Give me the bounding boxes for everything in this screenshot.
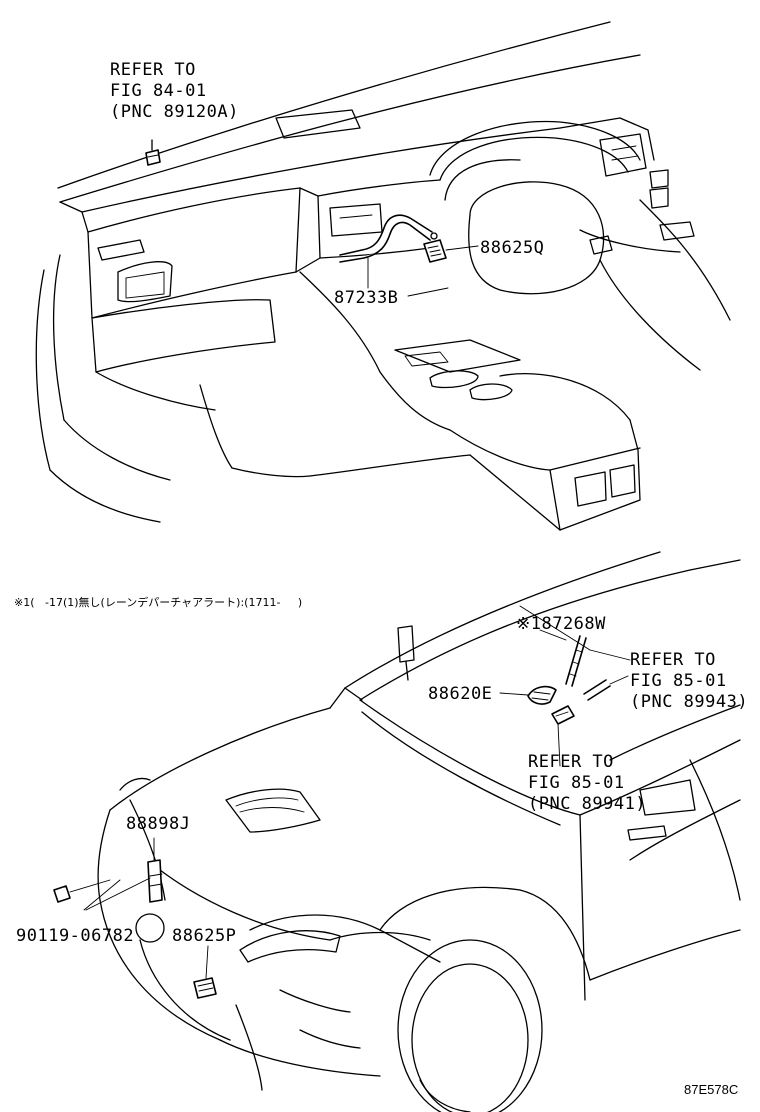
diagram-code: 87E578C <box>684 1082 739 1097</box>
ref-pnc-89941-line3: (PNC 89941) <box>528 794 647 814</box>
part-88625Q-label: 88625Q <box>480 238 545 258</box>
ref-pnc-89943-line1: REFER TO <box>630 650 716 670</box>
ref-fig-84-01-line2: FIG 84-01 <box>110 81 207 101</box>
ref-fig-84-01-line1: REFER TO <box>110 60 196 80</box>
dashboard-illustration <box>35 21 731 531</box>
ref-pnc-89943-line3: (PNC 89943) <box>630 692 749 712</box>
vehicle-front-illustration <box>53 551 741 1112</box>
ref-pnc-89943-line2: FIG 85-01 <box>630 671 727 691</box>
ref-pnc-89941-line2: FIG 85-01 <box>528 773 625 793</box>
part-88898J-label: 88898J <box>126 814 191 834</box>
ref-fig-84-01-line3: (PNC 89120A) <box>110 102 239 122</box>
part-90119-06782-label: 90119-06782 <box>16 926 135 946</box>
applicability-note: ※1( -17(1)無し(レーンデパーチャアラート):(1711- ) <box>14 596 303 609</box>
part-88620E-label: 88620E <box>428 684 493 704</box>
part-88625P-label: 88625P <box>172 926 237 946</box>
ref-pnc-89941-line1: REFER TO <box>528 752 614 772</box>
part-87233B-label: 87233B <box>334 288 399 308</box>
part-87268W-label: ※187268W <box>516 614 606 634</box>
